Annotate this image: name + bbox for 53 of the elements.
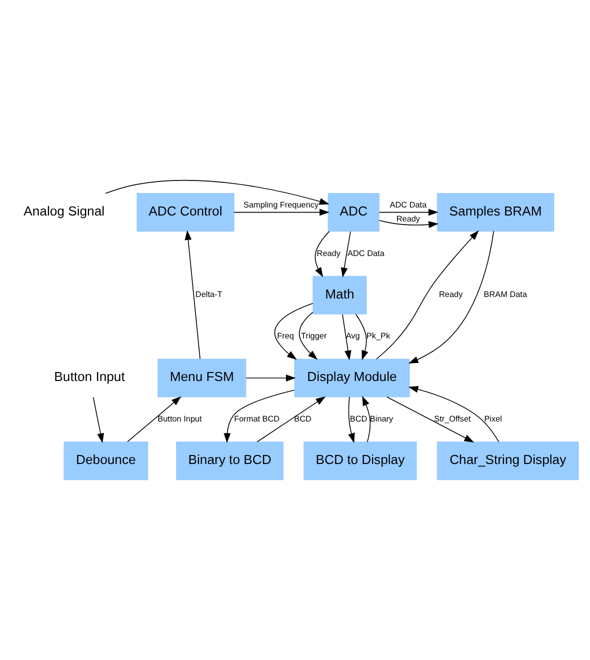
arrow (126, 396, 182, 442)
node-box: Math (312, 276, 367, 314)
arrow (355, 314, 368, 360)
node-box: Menu FSM (158, 358, 246, 398)
arrow (256, 396, 326, 442)
edge-label: Sampling Frequency (244, 200, 319, 210)
node-box: Binary to BCD (176, 442, 284, 480)
arrow (105, 180, 330, 205)
arrow (362, 396, 371, 442)
arrow (274, 302, 314, 360)
arrow (386, 396, 474, 442)
arrow (378, 220, 438, 228)
edge-label: Ready (316, 248, 340, 258)
arrow (378, 208, 438, 216)
edge-label: ADC Data (390, 200, 427, 210)
arrow (376, 230, 479, 360)
edge-label: Binary (370, 414, 394, 424)
node-box: BCD to Display (304, 442, 417, 480)
arrow (245, 374, 296, 382)
arrow (224, 390, 295, 444)
edge-label: Pixel (484, 414, 502, 424)
edge-label: BCD (294, 414, 312, 424)
edge-label: BCD (350, 414, 368, 424)
edge-label: Ready (439, 290, 463, 300)
edge-label: Str_Offset (434, 414, 471, 424)
edge-label: Pk_Pk (366, 332, 390, 341)
arrow (342, 314, 352, 360)
edge-label: BRAM Data (484, 290, 528, 300)
node-box: Char_String Display (436, 442, 579, 480)
node-box: Display Module (294, 358, 410, 398)
edge-label: ADC Data (348, 248, 384, 258)
arrow (184, 230, 200, 360)
node-box: ADC (328, 193, 380, 232)
arrow (92, 396, 104, 444)
edge-label: Avg (346, 332, 360, 341)
edge-label: Delta-T (195, 290, 222, 300)
arrow (340, 231, 351, 278)
arrow (408, 386, 500, 442)
edge-label: Trigger (301, 332, 327, 341)
edge-label: Freq (277, 332, 294, 341)
arrow (234, 208, 330, 216)
node-box: Debounce (64, 442, 148, 480)
edge-label: Format BCD (234, 414, 280, 424)
arrow (408, 230, 494, 364)
node-text: Button Input (54, 369, 125, 384)
arrow (314, 231, 330, 278)
node-box: Samples BRAM (436, 193, 554, 232)
arrow (298, 312, 318, 360)
node-text: Analog Signal (24, 203, 105, 218)
node-box: ADC Control (136, 193, 234, 232)
arrow (348, 396, 355, 444)
edge-label: Button Input (158, 414, 202, 424)
edge-label: Ready (396, 214, 420, 224)
